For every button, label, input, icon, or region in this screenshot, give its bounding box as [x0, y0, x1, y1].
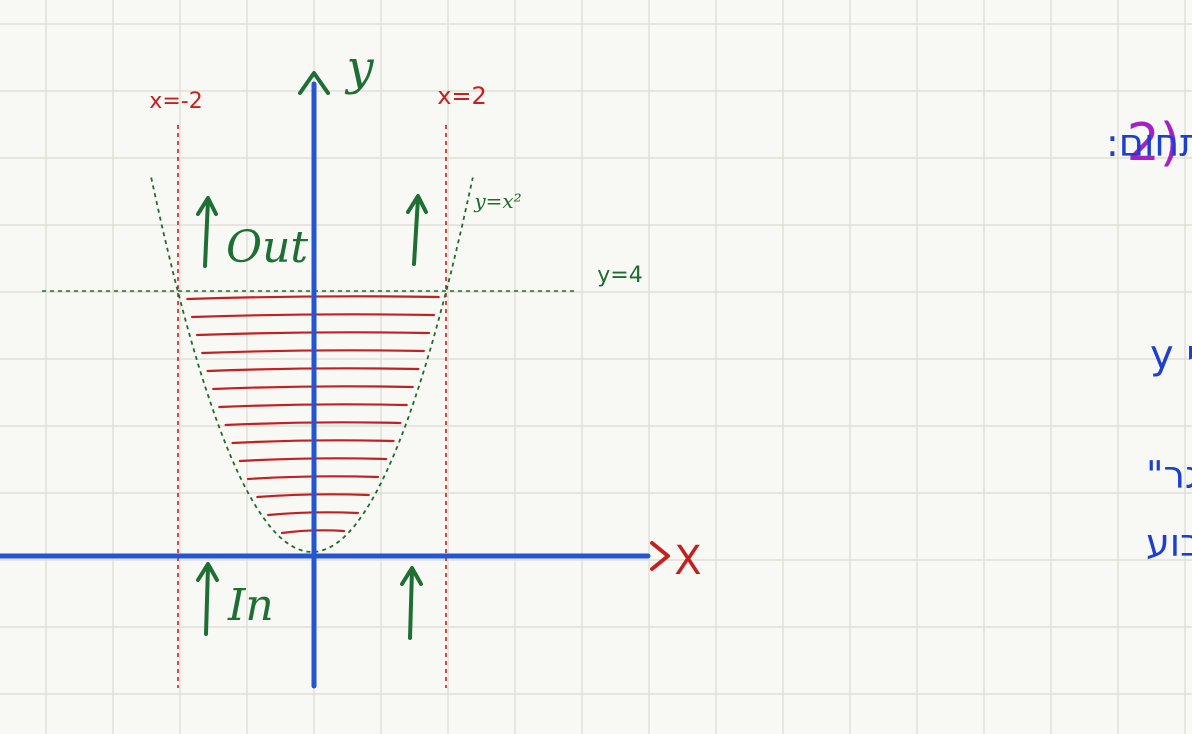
label-out: Out: [226, 222, 308, 273]
label-in: In: [227, 580, 274, 631]
label-parabola: y=x²: [473, 189, 521, 213]
note-line-1: נכנסים לפי y: [1150, 332, 1192, 378]
arrow-up-icon: [196, 562, 219, 636]
label-x-2: x=2: [437, 82, 487, 110]
x-axis-arrow-icon: [650, 541, 670, 571]
x-axis-label: X: [674, 538, 701, 584]
note-line-3: את השטח הצבוע: [1146, 521, 1192, 565]
note-heading: שרטוט התחום:: [1106, 121, 1192, 165]
arrow-up-icon: [406, 194, 428, 266]
label-y-4: y=4: [597, 263, 642, 288]
arrow-up-icon: [400, 566, 423, 640]
y-axis-label: y: [344, 40, 374, 96]
note-line-2: הצורך ש-X "סוגר": [1146, 453, 1192, 497]
arrow-up-icon: [196, 196, 218, 268]
y-axis-arrow-icon: [298, 71, 330, 95]
note-number: 2): [1127, 113, 1180, 173]
label-x-neg2: x=-2: [149, 89, 202, 114]
